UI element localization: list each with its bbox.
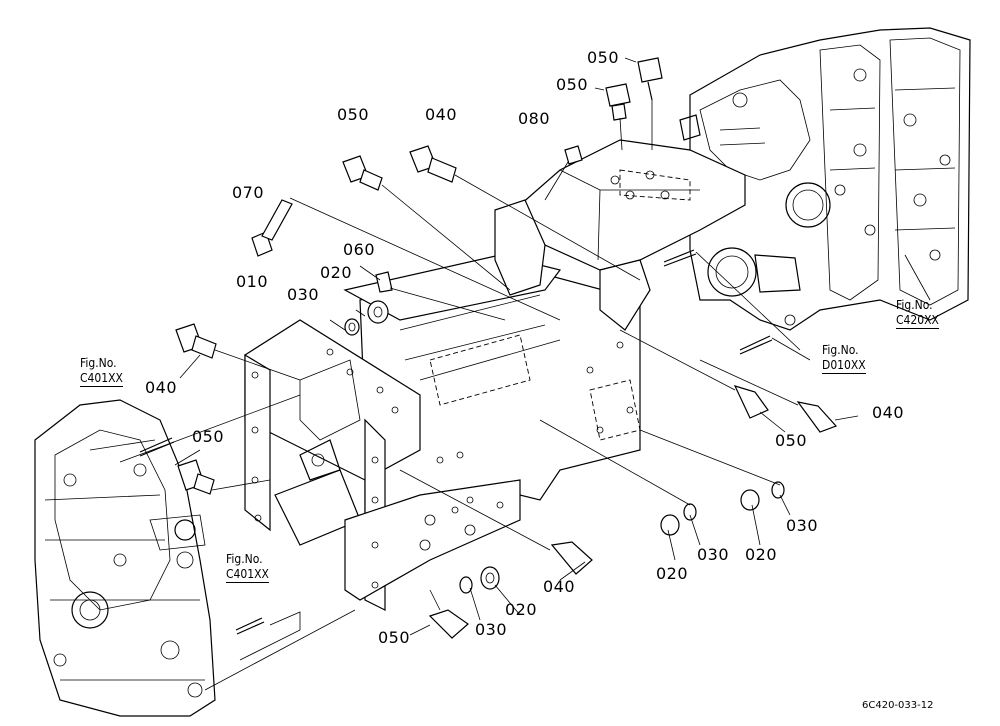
front-axle-bracket-drawing [34,399,216,717]
callout-020-right-a: 020 [656,564,689,583]
fig-ref-number: C420XX [896,313,939,329]
fig-ref-number: D010XX [822,358,866,374]
transmission-case-drawing [679,27,971,331]
fig-ref-c420: Fig.No. C420XX [896,298,939,329]
callout-080: 080 [518,109,551,128]
fig-ref-prefix: Fig.No. [226,552,263,566]
callout-020-bottom: 020 [505,600,538,619]
callout-040-top: 040 [425,105,458,124]
fig-ref-prefix: Fig.No. [822,343,859,357]
fig-ref-c401-upper: Fig.No. C401XX [80,356,123,387]
callout-010: 010 [236,272,269,291]
fig-ref-prefix: Fig.No. [80,356,117,370]
callout-020-upper: 020 [320,263,353,282]
callout-060: 060 [343,240,376,259]
callout-070: 070 [232,183,265,202]
figure-code: 6C420-033-12 [862,700,934,711]
fig-ref-number: C401XX [226,567,269,583]
frame-bracket-drawing [244,139,746,611]
callout-040-bottom: 040 [543,577,576,596]
washer-icon [344,300,785,594]
callout-040-right: 040 [872,403,905,422]
leader-lines [89,57,931,691]
fig-ref-prefix: Fig.No. [896,298,933,312]
stud-icon [139,249,773,635]
callout-040-left: 040 [145,378,178,397]
callout-050-bottom: 050 [378,628,411,647]
callout-050-right: 050 [775,431,808,450]
callout-030-right-a: 030 [697,545,730,564]
callout-050-top-left: 050 [337,105,370,124]
callout-050-mid-left: 050 [192,427,225,446]
callout-030-right-b: 030 [786,516,819,535]
callout-030-upper: 030 [287,285,320,304]
callout-030-bottom: 030 [475,620,508,639]
bolt-icon [175,57,838,639]
fig-ref-c401-lower: Fig.No. C401XX [226,552,269,583]
callout-050-top-right: 050 [587,48,620,67]
fig-ref-number: C401XX [80,371,123,387]
callout-050-top-mid: 050 [556,75,589,94]
fig-ref-d010: Fig.No. D010XX [822,343,866,374]
callout-020-right-b: 020 [745,545,778,564]
